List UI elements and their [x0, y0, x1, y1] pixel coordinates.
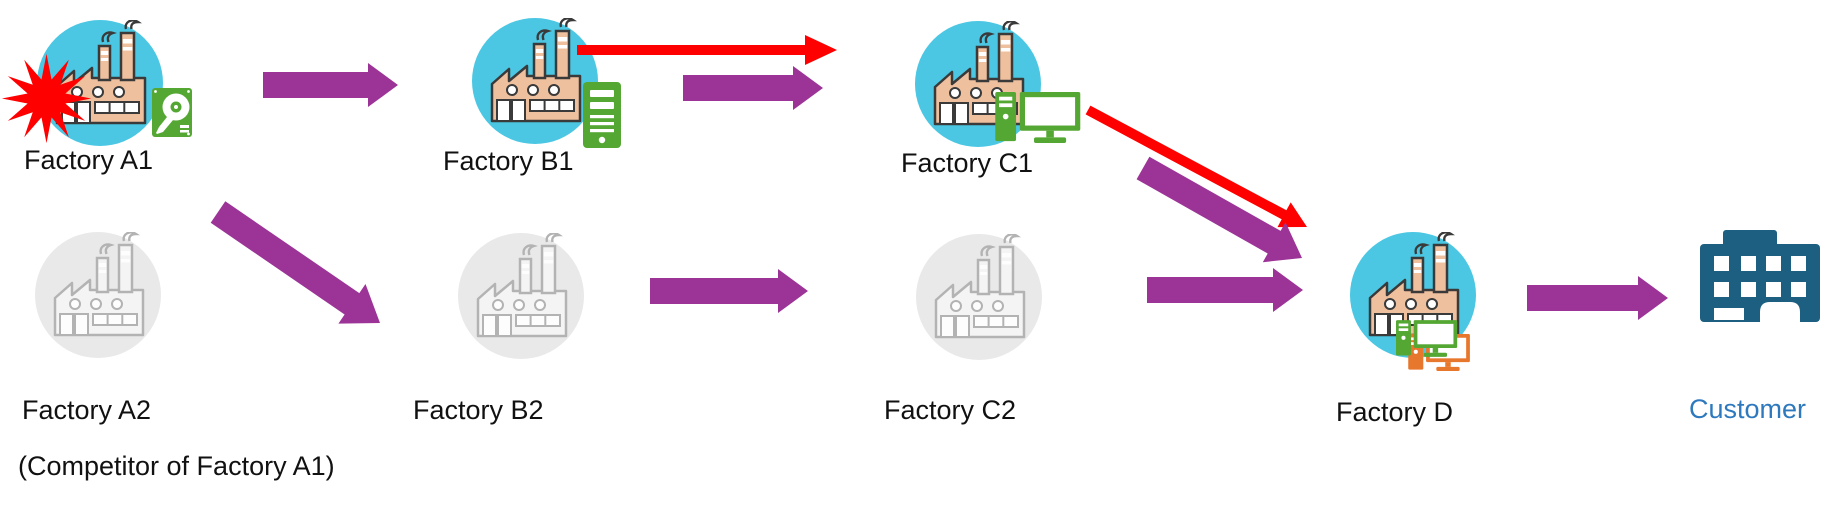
- hard-drive-icon: [152, 88, 192, 137]
- server-icon: [583, 82, 621, 148]
- factory-a2-icon: [35, 232, 161, 358]
- label-factory-a2: Factory A2: [22, 395, 152, 425]
- arrow-b1-to-c1: [683, 66, 823, 110]
- factory-b2-icon: [458, 233, 584, 359]
- factory-c2-icon: [916, 234, 1042, 360]
- label-customer: Customer: [1689, 394, 1807, 424]
- arrow-c2-to-d: [1147, 268, 1303, 312]
- arrow-a2-to-b2: [210, 201, 380, 324]
- desktop-computer-green-icon: [1396, 320, 1458, 357]
- arrow-d-to-customer: [1527, 276, 1668, 320]
- office-building-icon: [1700, 230, 1820, 322]
- label-factory-a1: Factory A1: [24, 145, 154, 175]
- arrow-b2-to-c2: [650, 269, 808, 313]
- arrow-a1-to-b1: [263, 63, 398, 107]
- label-factory-c2: Factory C2: [884, 395, 1017, 425]
- factory-b1-icon: [472, 18, 598, 144]
- label-factory-c1: Factory C1: [901, 148, 1034, 178]
- label-factory-b2: Factory B2: [413, 395, 544, 425]
- desktop-computer-icon: [995, 92, 1081, 143]
- label-factory-b1: Factory B1: [443, 146, 574, 176]
- explosion-icon: [1, 53, 92, 144]
- red-arrow-b1-to-c1: [577, 35, 837, 65]
- label-factory-d: Factory D: [1336, 397, 1454, 427]
- arrow-c1-to-d: [1136, 156, 1302, 263]
- red-arrow-c1-to-d: [1085, 105, 1307, 228]
- label-competitor-note: (Competitor of Factory A1): [18, 451, 335, 481]
